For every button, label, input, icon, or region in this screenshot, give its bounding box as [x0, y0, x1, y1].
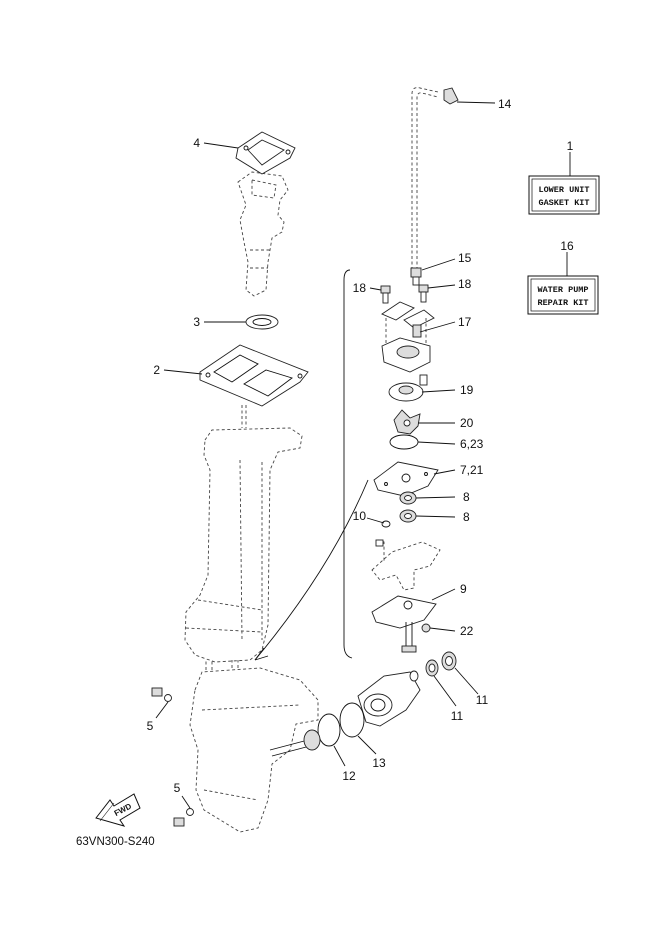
seal-part-3	[245, 314, 279, 330]
drain-screw-5-upper	[151, 687, 172, 702]
pump-case-lower	[371, 539, 441, 591]
callout-8-lower: 8	[463, 510, 470, 524]
gasket-kit-box: LOWER UNIT GASKET KIT	[528, 175, 600, 215]
gasket-part-2	[199, 344, 309, 407]
assembly-arrow-head	[254, 647, 269, 661]
pump-bolt-15	[410, 267, 422, 286]
pump-kit-box: WATER PUMP REPAIR KIT	[527, 275, 599, 315]
gasket-kit-line-1: LOWER UNIT	[538, 185, 589, 195]
callout-1: 1	[567, 139, 574, 153]
gasket-kit-line-2: GASKET KIT	[538, 198, 589, 208]
callout-5-lower: 5	[174, 781, 181, 795]
pin-22	[421, 623, 431, 633]
callout-6-23: 6,23	[460, 437, 484, 451]
bearings-8	[399, 491, 417, 523]
callout-17: 17	[458, 315, 472, 329]
upper-casing	[184, 405, 303, 663]
o-ring-10	[381, 520, 391, 528]
gasket-9	[371, 595, 437, 629]
callout-12: 12	[342, 769, 356, 783]
callout-5-upper: 5	[147, 719, 154, 733]
assembly-arrow	[254, 479, 369, 661]
water-tube	[411, 87, 459, 270]
drive-shaft-lower	[401, 622, 417, 653]
lower-casing	[189, 660, 319, 833]
plate-7-21	[373, 461, 439, 497]
pump-housing-17	[381, 324, 431, 386]
o-ring-13	[339, 702, 365, 738]
callout-19: 19	[460, 383, 474, 397]
callout-4: 4	[193, 136, 200, 150]
o-ring-12	[317, 713, 341, 747]
callout-8-upper: 8	[463, 490, 470, 504]
callout-2: 2	[153, 363, 160, 377]
fwd-arrow-icon: FWD	[95, 793, 141, 827]
callout-16: 16	[560, 239, 574, 253]
callout-18-right: 18	[458, 277, 472, 291]
pump-kit-line-2: REPAIR KIT	[537, 298, 588, 308]
shaft-and-bearing	[269, 729, 321, 757]
impeller-20	[393, 409, 421, 435]
diagram-code: 63VN300-S240	[76, 836, 155, 848]
callout-14: 14	[498, 97, 512, 111]
callout-labels: 1 2 3 4 5 5 6,23 7,21 8 8 9 10 11 11 12 …	[147, 97, 574, 795]
drain-screw-5-lower	[173, 808, 194, 827]
callout-7-21: 7,21	[460, 463, 484, 477]
callout-11-left: 11	[451, 709, 464, 723]
pump-insert-19	[388, 382, 424, 402]
propeller-shaft-housing	[357, 671, 421, 727]
callout-20: 20	[460, 416, 474, 430]
exhaust-guide	[237, 171, 289, 297]
callout-15: 15	[458, 251, 472, 265]
callout-22: 22	[460, 624, 474, 638]
gasket-part-4	[235, 131, 296, 175]
callout-11-right: 11	[476, 693, 489, 707]
o-ring-6-23	[389, 434, 419, 450]
pump-kit-line-1: WATER PUMP	[537, 285, 588, 295]
pump-bolts-18	[380, 284, 429, 304]
callout-18-left: 18	[353, 281, 367, 295]
callout-9: 9	[460, 582, 467, 596]
kit-bracket	[343, 269, 353, 659]
leader-lines	[155, 101, 571, 809]
callout-13: 13	[372, 756, 386, 770]
callout-3: 3	[193, 315, 200, 329]
callout-10: 10	[353, 509, 367, 523]
oil-seals-11	[409, 651, 457, 682]
